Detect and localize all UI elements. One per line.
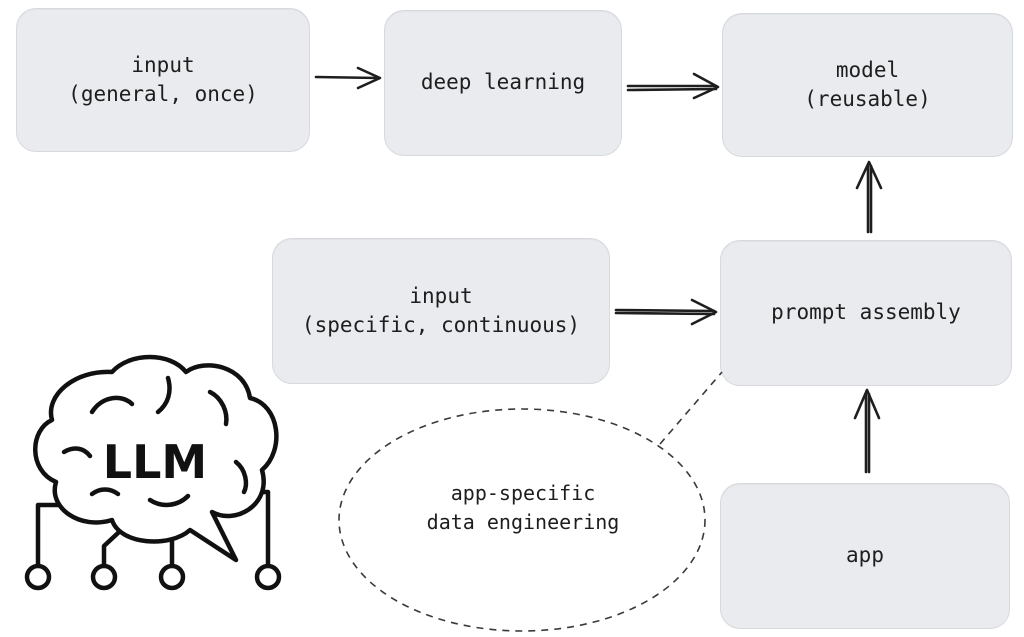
node-input-specific-line1: input (409, 283, 473, 308)
node-deep-learning-label: deep learning (420, 70, 586, 95)
node-model-line1: model (835, 57, 900, 82)
brain-icon (24, 354, 282, 591)
node-model-line2: (reusable) (804, 87, 931, 111)
arrow-up-icon (853, 388, 881, 474)
data-engineering-line2: data engineering (426, 510, 620, 534)
node-input-general-line2: (general, once) (68, 82, 258, 106)
arrow-up-icon (855, 160, 883, 234)
ellipse-connector (659, 371, 723, 445)
data-engineering-line1: app-specific (450, 481, 596, 505)
node-deep-learning: deep learning (384, 10, 622, 156)
node-input-general: input (general, once) (16, 8, 310, 152)
node-app: app (720, 483, 1010, 629)
node-prompt-assembly-label: prompt assembly (771, 300, 961, 325)
node-input-general-line1: input (131, 52, 195, 77)
data-engineering-label: app-specific data engineering (342, 478, 704, 538)
node-model: model (reusable) (722, 13, 1013, 157)
node-input-specific: input (specific, continuous) (272, 238, 610, 384)
arrow-right-icon (614, 298, 718, 326)
node-prompt-assembly: prompt assembly (720, 240, 1012, 386)
llm-label: LLM (103, 435, 207, 489)
node-input-specific-line2: (specific, continuous) (301, 313, 581, 337)
node-app-label: app (846, 543, 884, 568)
arrow-right-icon (314, 66, 382, 90)
arrow-right-icon (626, 72, 720, 100)
